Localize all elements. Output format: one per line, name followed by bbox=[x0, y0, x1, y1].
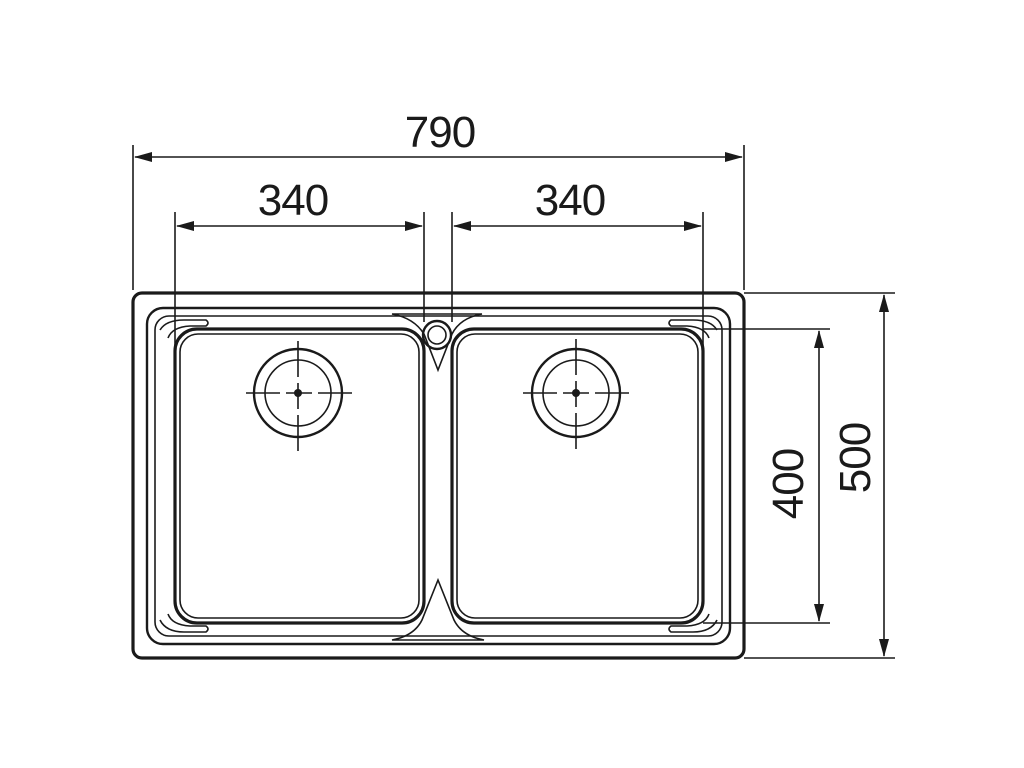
divider-top-wedge bbox=[391, 313, 483, 373]
arrow-right-340-end bbox=[684, 221, 702, 231]
dimension-left-bowl: 340 bbox=[174, 176, 425, 350]
center-divider bbox=[391, 313, 485, 641]
sink-rim bbox=[145, 306, 732, 646]
arrow-left-340-end bbox=[405, 221, 423, 231]
corner-grooves bbox=[159, 319, 718, 633]
dimension-overall-depth: 500 bbox=[744, 292, 895, 659]
tap-hole-inner bbox=[427, 325, 447, 345]
right-drain bbox=[523, 339, 630, 452]
arrow-400-top bbox=[814, 330, 824, 348]
right-bowl-inner-edge bbox=[456, 333, 699, 619]
groove-bottom-left bbox=[159, 613, 209, 633]
dim-label-500: 500 bbox=[831, 423, 880, 493]
right-bowl-outline bbox=[450, 327, 705, 625]
arrow-500-bottom bbox=[879, 639, 889, 657]
groove-top-right bbox=[668, 319, 718, 339]
right-drain-center bbox=[572, 389, 580, 397]
sink-body bbox=[131, 291, 746, 660]
right-bowl bbox=[450, 327, 705, 625]
dimension-right-bowl: 340 bbox=[451, 176, 704, 350]
arrow-500-top bbox=[879, 294, 889, 312]
arrow-left-340-start bbox=[176, 221, 194, 231]
sink-rim-inner bbox=[154, 315, 723, 637]
left-bowl-inner-edge bbox=[179, 333, 420, 619]
dim-label-right-340: 340 bbox=[535, 176, 605, 225]
arrow-400-bottom bbox=[814, 604, 824, 622]
dimension-overall-width: 790 bbox=[132, 108, 745, 290]
arrow-790-right bbox=[725, 152, 743, 162]
left-drain bbox=[246, 341, 352, 452]
arrow-790-left bbox=[134, 152, 152, 162]
arrow-right-340-start bbox=[453, 221, 471, 231]
groove-bottom-right bbox=[668, 613, 718, 633]
divider-bottom-wedge bbox=[391, 577, 485, 641]
sink-outer-frame bbox=[131, 291, 746, 660]
dim-label-left-340: 340 bbox=[258, 176, 328, 225]
left-bowl-outline bbox=[173, 327, 426, 625]
groove-top-left bbox=[159, 319, 209, 339]
left-bowl bbox=[173, 327, 426, 625]
dim-label-790: 790 bbox=[405, 108, 475, 157]
left-drain-center bbox=[294, 389, 302, 397]
tap-hole-outer bbox=[421, 319, 453, 351]
dimension-bowl-depth: 400 bbox=[703, 328, 830, 624]
dim-label-400: 400 bbox=[764, 449, 813, 519]
